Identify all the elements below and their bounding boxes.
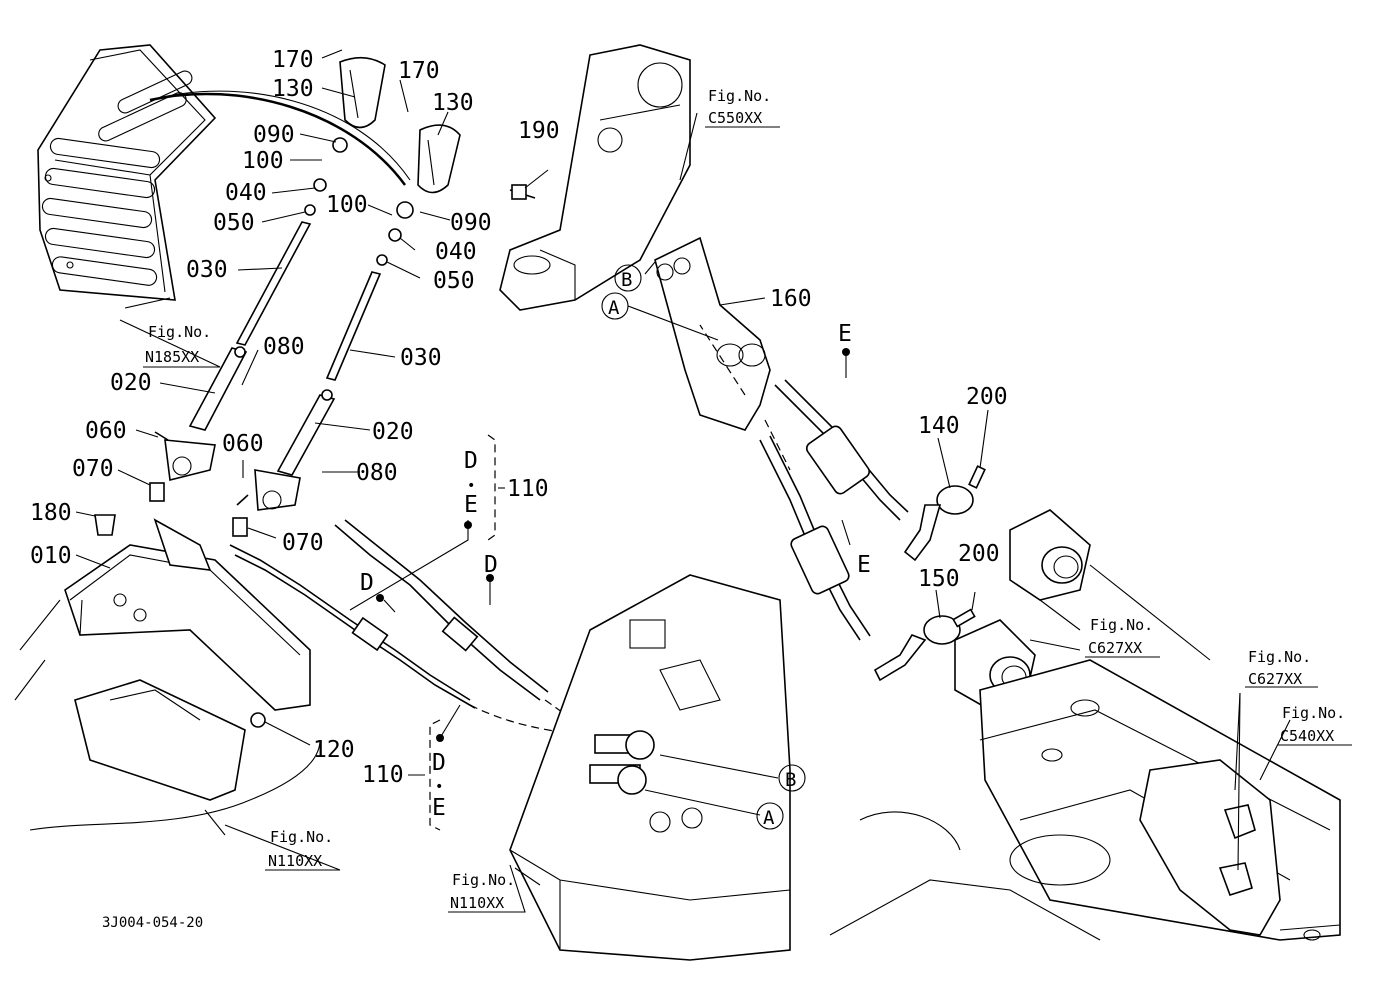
label-B2: B [785, 769, 796, 791]
fig-ref-n185-label: Fig.No. [148, 323, 211, 341]
part-200a: 200 [966, 384, 1008, 410]
part-060b: 060 [222, 431, 264, 457]
fig-ref-c627a-label: Fig.No. [1090, 616, 1153, 634]
drawing-code: 3J004-054-20 [102, 915, 203, 931]
label-D1: D [464, 448, 478, 474]
part-030b: 030 [400, 345, 442, 371]
label-A1: A [608, 297, 620, 319]
fig-ref-c540-code: C540XX [1280, 727, 1334, 745]
part-050a: 050 [213, 210, 255, 236]
label-dot1: • [467, 478, 475, 494]
label-E3: E [838, 321, 852, 347]
part-140: 140 [918, 413, 960, 439]
part-200b: 200 [958, 541, 1000, 567]
fig-ref-c627a-code: C627XX [1088, 639, 1142, 657]
shift-arm-140 [903, 465, 986, 562]
part-040a: 040 [225, 180, 267, 206]
callout-circle-A2 [756, 802, 784, 830]
part-120: 120 [313, 737, 355, 763]
leader-lines [75, 49, 1291, 886]
part-010: 010 [30, 543, 72, 569]
label-E4: E [857, 552, 871, 578]
callout-circle-A1 [601, 292, 629, 320]
part-040b: 040 [435, 239, 477, 265]
lever-bracket [64, 431, 311, 711]
part-170a: 170 [272, 47, 314, 73]
fig-ref-n110b-code: N110XX [450, 894, 504, 912]
part-170b: 170 [398, 58, 440, 84]
label-B1: B [621, 269, 632, 291]
de-brackets [408, 434, 505, 831]
label-D4: D [432, 750, 446, 776]
part-110a: 110 [507, 476, 549, 502]
marker-dot-110b [436, 734, 444, 742]
part-080b: 080 [356, 460, 398, 486]
part-number-labels: 170 130 170 130 090 100 040 050 100 090 … [30, 47, 1008, 788]
label-D3: D [484, 552, 498, 578]
part-060a: 060 [85, 418, 127, 444]
transmission-case [829, 659, 1341, 941]
label-E1: E [464, 492, 478, 518]
transmission-cover [509, 574, 791, 961]
figure-references: Fig.No. N185XX Fig.No. C550XX Fig.No. N1… [145, 87, 1345, 912]
callout-circle-B1 [614, 264, 642, 292]
part-130b: 130 [432, 90, 474, 116]
floor-plate-left [14, 599, 321, 831]
callout-circle-B2 [778, 764, 806, 792]
shift-flange-upper [1009, 509, 1091, 601]
shift-arm-150 [873, 608, 976, 682]
part-110b: 110 [362, 762, 404, 788]
upper-housing-bracket [499, 44, 691, 311]
fig-ref-c540-label: Fig.No. [1282, 704, 1345, 722]
marker-dot-110a [464, 521, 472, 529]
fig-ref-c627b-code: C627XX [1248, 670, 1302, 688]
part-020a: 020 [110, 370, 152, 396]
part-190: 190 [518, 118, 560, 144]
fig-ref-n110b-label: Fig.No. [452, 871, 515, 889]
part-090b: 090 [450, 210, 492, 236]
part-160: 160 [770, 286, 812, 312]
fig-ref-n185-code: N185XX [145, 348, 199, 366]
left-shift-lever [188, 56, 386, 431]
letter-labels: D • E D D D • E E E B A B A [360, 269, 871, 829]
marker-dot-E3 [842, 348, 850, 356]
part-130a: 130 [272, 76, 314, 102]
label-dot2: • [435, 779, 443, 795]
part-150: 150 [918, 566, 960, 592]
fig-ref-underlines [119, 126, 1352, 913]
part-180: 180 [30, 500, 72, 526]
label-A2: A [763, 807, 775, 829]
part-090a: 090 [253, 122, 295, 148]
part-020b: 020 [372, 419, 414, 445]
fig-ref-n110a-code: N110XX [268, 852, 322, 870]
marker-dot-D2 [376, 594, 384, 602]
fig-ref-n110a-label: Fig.No. [270, 828, 333, 846]
part-050b: 050 [433, 268, 475, 294]
part-100b: 100 [326, 192, 368, 218]
transmission-cables [699, 324, 909, 641]
shift-cables [229, 519, 621, 746]
fender-panel [37, 44, 411, 301]
part-070b: 070 [282, 530, 324, 556]
cable-bracket [654, 236, 771, 431]
part-080a: 080 [263, 334, 305, 360]
part-100a: 100 [242, 148, 284, 174]
marker-dot-D3 [486, 574, 494, 582]
label-E2: E [432, 795, 446, 821]
right-shift-lever [276, 124, 461, 476]
fig-ref-c550-code: C550XX [708, 109, 762, 127]
fig-ref-c627b-label: Fig.No. [1248, 648, 1311, 666]
part-030a: 030 [186, 257, 228, 283]
label-D2: D [360, 570, 374, 596]
part-070a: 070 [72, 456, 114, 482]
fig-ref-c550-label: Fig.No. [708, 87, 771, 105]
